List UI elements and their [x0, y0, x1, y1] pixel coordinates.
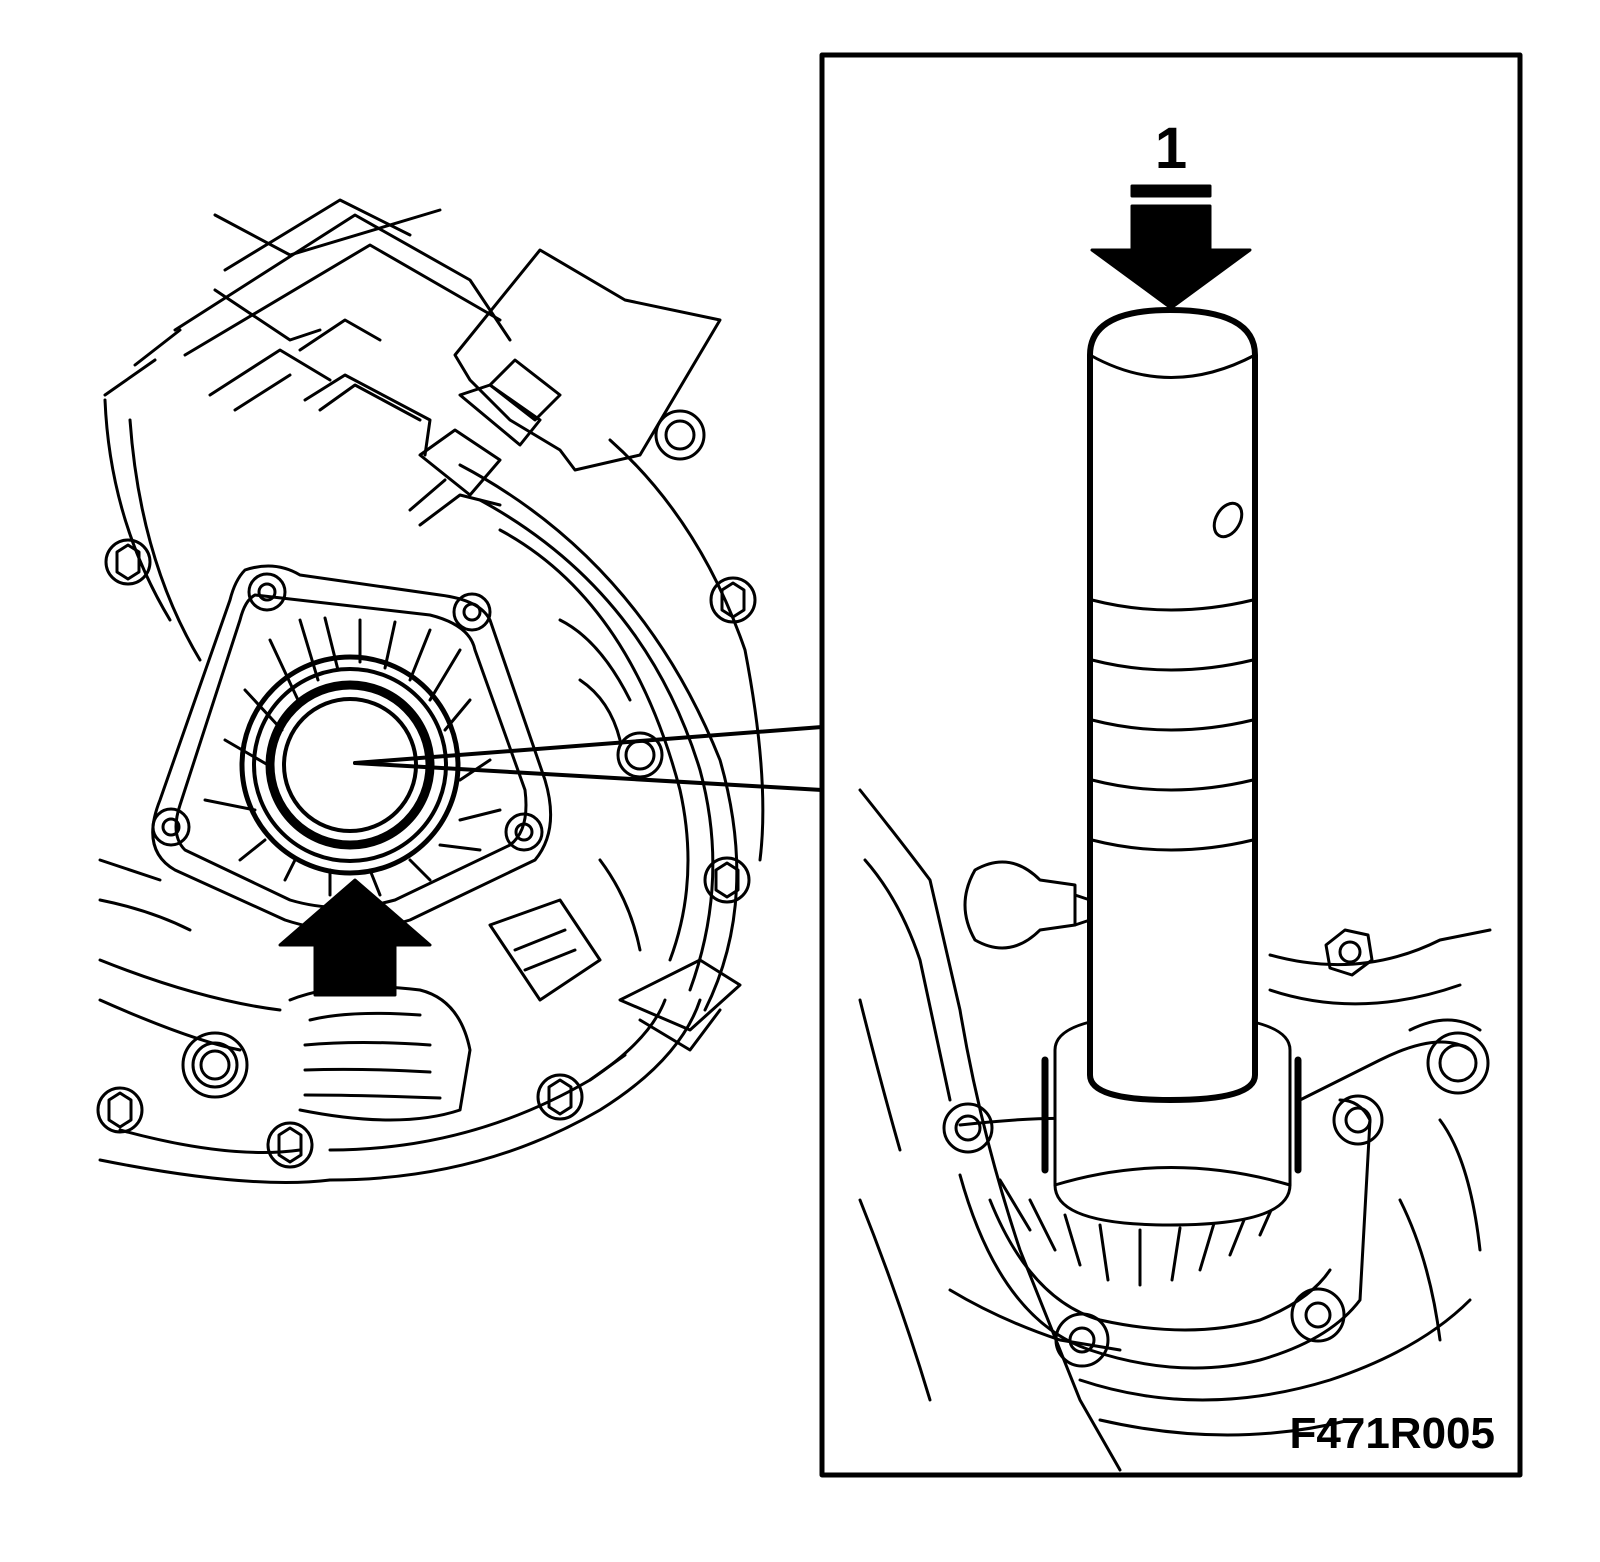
seal-installer-tool: [1041, 307, 1302, 1227]
installation-direction-arrow-up: [278, 878, 432, 997]
installer-shaft: [1087, 307, 1258, 1103]
differential-housing: [288, 618, 742, 1122]
transmission-housing-view: [96, 198, 824, 1184]
detail-inset: 1 F471R005: [819, 52, 1523, 1478]
bolt: [104, 538, 152, 586]
bolt: [1324, 928, 1374, 977]
dowel: [1426, 1031, 1490, 1095]
output-shaft-seal-bore: [239, 654, 461, 876]
bolt: [536, 1073, 584, 1121]
housing-bolts: [96, 409, 757, 1169]
inset-bolts: [942, 928, 1490, 1368]
shaft-cross-hole: [1212, 501, 1244, 539]
bolt: [151, 807, 191, 847]
figure-code: F471R005: [1290, 1409, 1495, 1458]
bolt: [654, 409, 706, 461]
shift-rail-housing: [103, 198, 512, 457]
solenoid-connector: [408, 248, 722, 527]
bolt: [709, 576, 757, 624]
dowel: [181, 1031, 249, 1099]
inset-housing: [858, 788, 1492, 1472]
bolt: [703, 856, 751, 904]
bolt: [452, 592, 492, 632]
bolt: [96, 1086, 144, 1134]
press-direction-arrow-down: [1090, 184, 1252, 310]
bolt: [1332, 1094, 1384, 1146]
detail-leader-line: [353, 725, 824, 792]
bolt: [504, 812, 544, 852]
bolt: [942, 1102, 994, 1154]
bolt: [1290, 1287, 1346, 1343]
bolt: [266, 1121, 314, 1169]
bolt: [1054, 1312, 1110, 1368]
bolt: [247, 572, 287, 612]
callout-number-1: 1: [1155, 116, 1187, 181]
